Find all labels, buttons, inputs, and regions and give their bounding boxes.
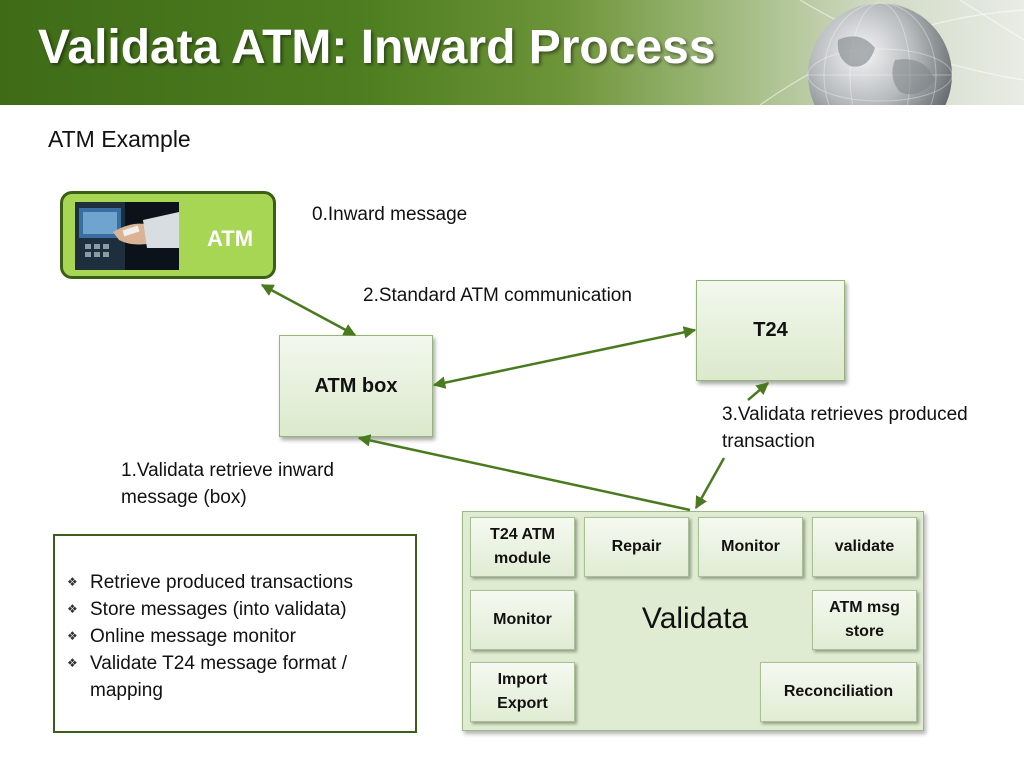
diamond-bullet-icon: ❖ [67,575,78,589]
module-monitor-top-label: Monitor [721,538,780,555]
module-atm-msg-store-line1: ATM msg [829,599,900,616]
module-monitor-top: Monitor [698,517,803,577]
feature-item: ❖ Store messages (into validata) [67,596,407,623]
step1-label-line2: message (box) [121,487,247,508]
slide-title: Validata ATM: Inward Process [38,21,716,74]
features-box: ❖ Retrieve produced transactions ❖ Store m… [53,534,417,733]
step3-label-line2: transaction [722,431,815,452]
module-validate-label: validate [834,538,895,555]
module-import-export-line2: Export [497,695,548,712]
module-atm-msg-store: ATM msg store [812,590,917,650]
module-monitor-left: Monitor [470,590,575,650]
feature-text: Online message monitor [90,626,296,647]
step3-label: 3.Validata retrieves produced transactio… [722,401,968,455]
step3-label-line1: 3.Validata retrieves produced [722,404,968,425]
feature-item-continuation: mapping [67,677,407,704]
arrow-atmbox-to-t24 [432,326,697,389]
step0-label: 0.Inward message [312,204,468,225]
module-repair: Repair [584,517,689,577]
module-validate: validate [812,517,917,577]
feature-text: Validate T24 message format / [90,653,347,674]
globe-image [759,0,1024,105]
diamond-bullet-icon: ❖ [67,602,78,616]
t24-node: T24 [696,280,845,381]
validata-title: Validata [641,602,749,635]
slide-header: Validata ATM: Inward Process [0,0,1024,105]
arrow-validata-to-atmbox [357,434,691,512]
atm-box-label: ATM box [314,374,398,397]
module-reconciliation-label: Reconciliation [783,683,894,700]
arrow-validata-to-t24 [694,457,726,510]
module-import-export: Import Export [470,662,575,722]
features-list: ❖ Retrieve produced transactions ❖ Store m… [67,569,407,704]
slide-subtitle: ATM Example [48,126,191,152]
feature-text: Retrieve produced transactions [90,572,353,593]
module-t24-atm-module-line1: T24 ATM [490,526,555,543]
module-atm-msg-store-line2: store [844,623,885,640]
diamond-bullet-icon: ❖ [67,656,78,670]
atm-box-node: ATM box [279,335,433,437]
arrow-t24-to-label [747,382,769,401]
step1-label-line1: 1.Validata retrieve inward [121,460,334,481]
step1-label: 1.Validata retrieve inward message (box) [121,457,334,511]
module-monitor-left-label: Monitor [493,611,552,628]
atm-node: ATM [60,191,276,279]
module-import-export-line1: Import [497,671,548,688]
module-repair-label: Repair [611,538,662,555]
atm-photo-image [75,202,179,270]
arrow-atm-to-atmbox [260,283,357,337]
atm-label: ATM [207,226,254,251]
t24-label: T24 [753,319,788,341]
diamond-bullet-icon: ❖ [67,629,78,643]
step2-label: 2.Standard ATM communication [363,285,632,306]
feature-item: ❖ Retrieve produced transactions [67,569,407,596]
module-t24-atm-module-line2: module [494,550,551,567]
feature-text: Store messages (into validata) [90,599,347,620]
module-t24-atm-module: T24 ATM module [470,517,575,577]
feature-item: ❖ Validate T24 message format / [67,650,407,677]
feature-item: ❖ Online message monitor [67,623,407,650]
module-reconciliation: Reconciliation [760,662,917,722]
feature-text: mapping [90,680,163,701]
